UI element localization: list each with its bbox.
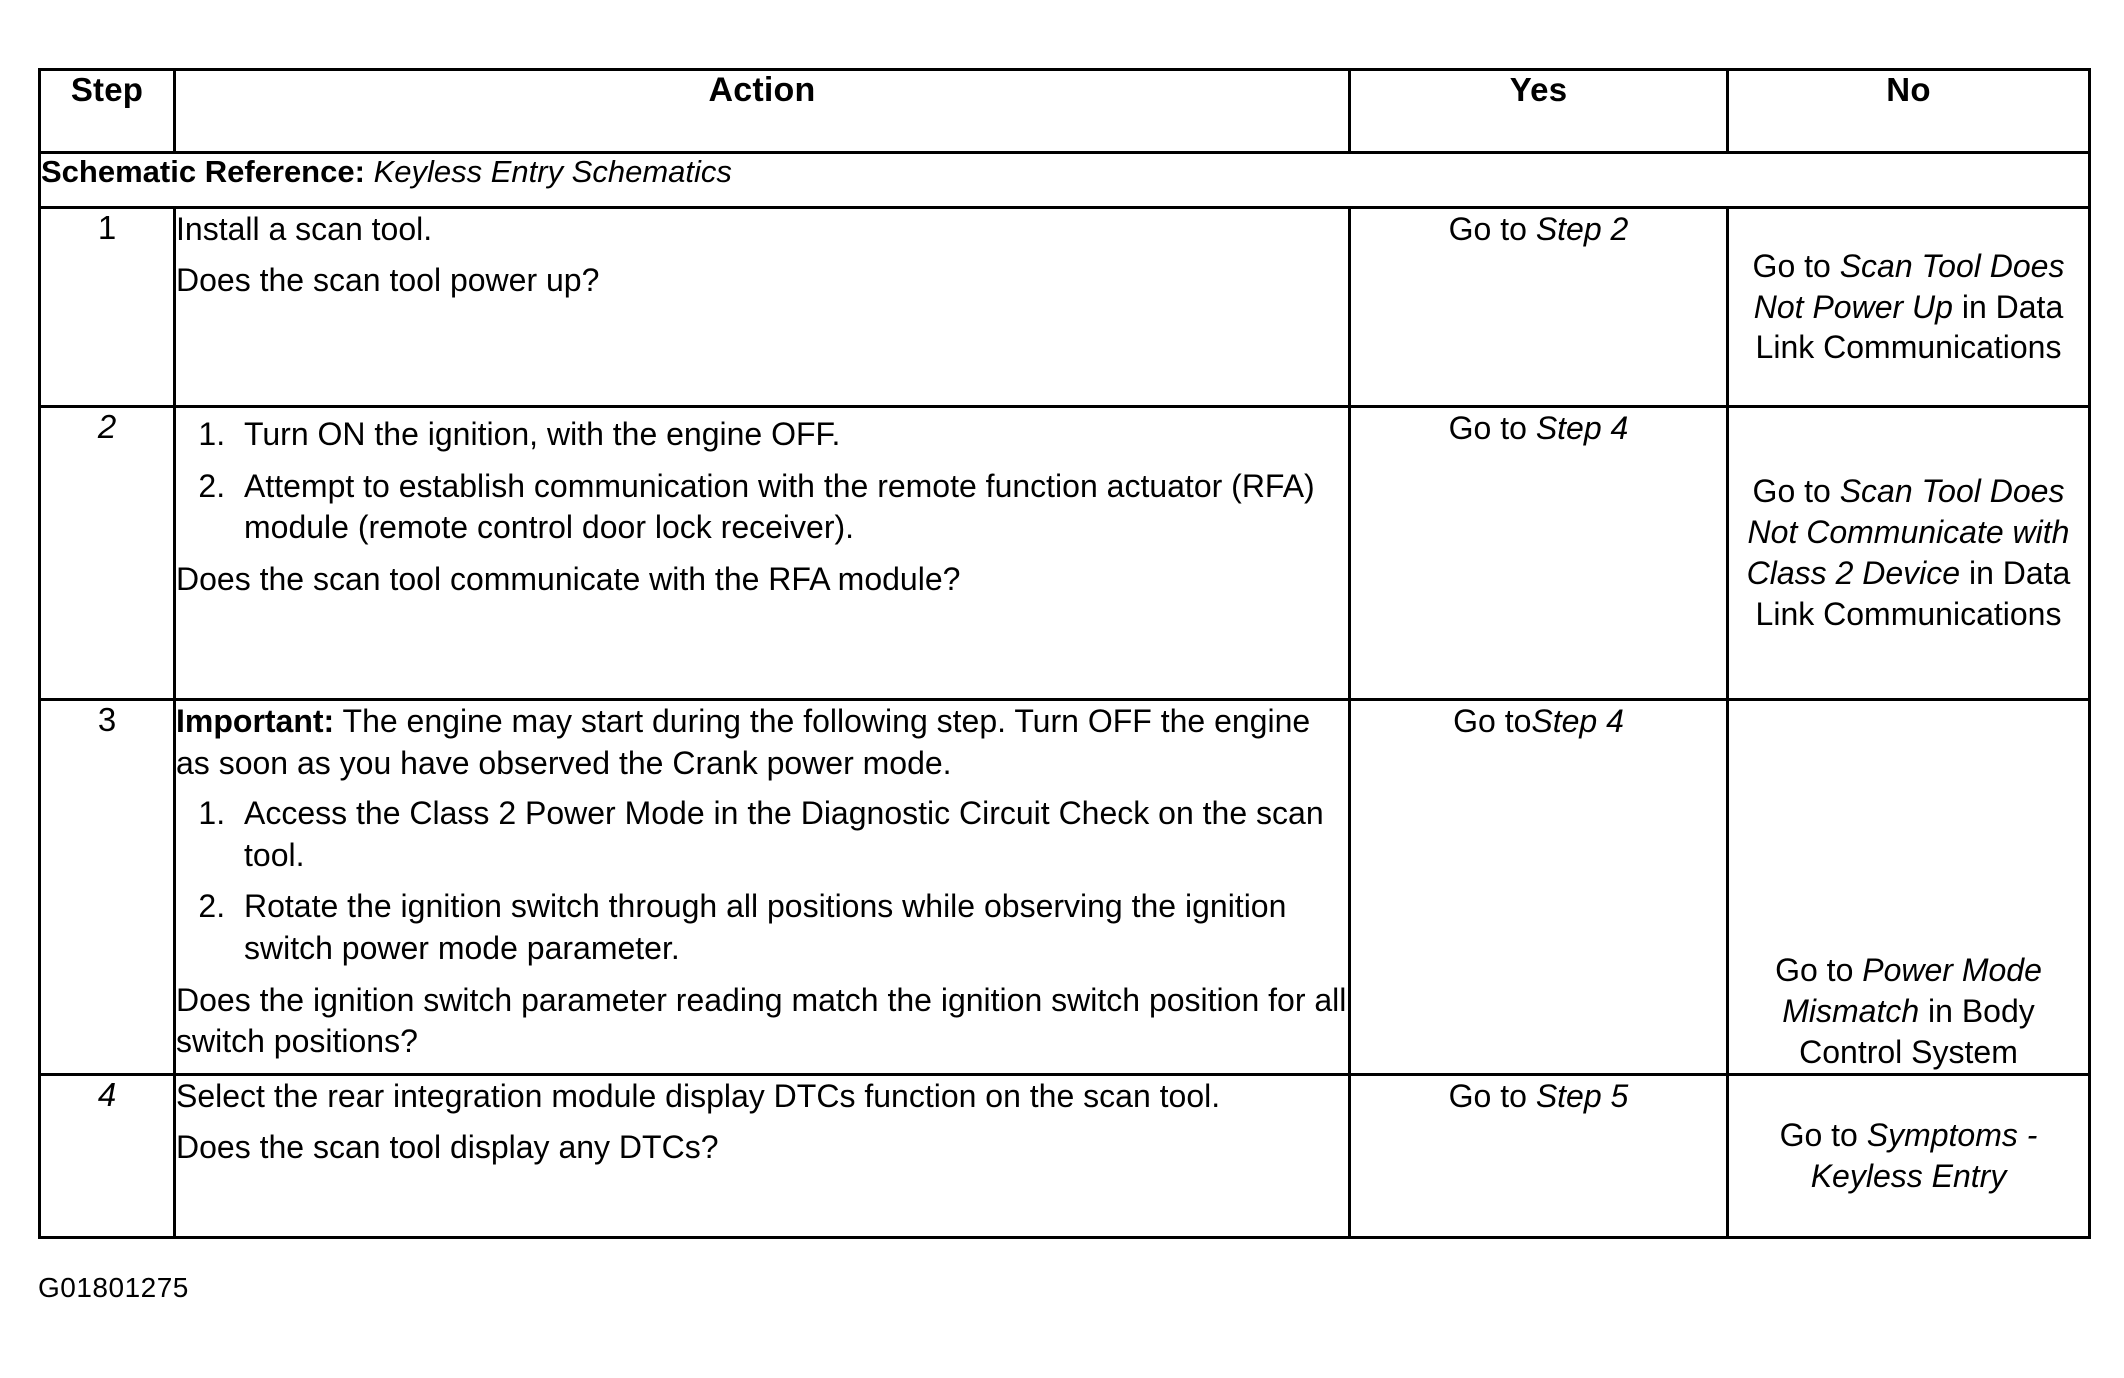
column-header-step: Step: [38, 68, 176, 154]
yes-prefix: Go to: [1448, 410, 1536, 446]
action-question: Does the scan tool display any DTCs?: [176, 1128, 719, 1165]
schematic-reference-row: Schematic Reference: Keyless Entry Schem…: [38, 151, 2091, 209]
no-reference: Power Mode Mismatch: [1782, 952, 2042, 1030]
step-number: 4: [38, 1073, 176, 1239]
table-header: Step Action Yes No: [38, 68, 2091, 154]
no-prefix: Go to: [1779, 1117, 1867, 1154]
no-result: Go to Scan Tool Does Not Communicate wit…: [1726, 405, 2091, 701]
column-header-action: Action: [173, 68, 1351, 154]
schematic-reference-label: Schematic Reference:: [41, 154, 365, 189]
no-prefix: Go to: [1775, 952, 1863, 989]
schematic-reference-cell: Schematic Reference: Keyless Entry Schem…: [38, 151, 2091, 209]
no-suffix: in Data Link Communications: [1755, 288, 2064, 366]
action-question: Does the scan tool communicate with the …: [176, 560, 961, 597]
action-substep: Turn ON the ignition, with the engine OF…: [234, 414, 1348, 456]
step-action: Important: The engine may start during t…: [173, 698, 1351, 1076]
action-substep-list: Access the Class 2 Power Mode in the Dia…: [176, 793, 1348, 969]
yes-prefix: Go to: [1453, 703, 1532, 739]
action-substep: Rotate the ignition switch through all p…: [234, 886, 1348, 969]
important-label: Important:: [176, 703, 335, 739]
yes-result: Go to Step 5: [1348, 1073, 1729, 1239]
action-substep: Access the Class 2 Power Mode in the Dia…: [234, 793, 1348, 876]
column-header-no: No: [1726, 68, 2091, 154]
step-action: Install a scan tool. Does the scan tool …: [173, 206, 1351, 408]
action-substep-list: Turn ON the ignition, with the engine OF…: [176, 414, 1348, 549]
yes-result: Go to Step 4: [1348, 405, 1729, 701]
table-body: Schematic Reference: Keyless Entry Schem…: [38, 151, 2091, 1239]
table-row: 4 Select the rear integration module dis…: [38, 1073, 2091, 1239]
action-important-note: Important: The engine may start during t…: [176, 701, 1348, 784]
no-reference: Scan Tool Does Not Power Up: [1753, 247, 2065, 325]
step-number: 2: [38, 405, 176, 701]
yes-prefix: Go to: [1448, 1078, 1536, 1114]
no-result: Go to Power Mode Mismatch in Body Contro…: [1726, 698, 2091, 1076]
action-question: Does the scan tool power up?: [176, 261, 600, 298]
action-question: Does the ignition switch parameter readi…: [176, 981, 1347, 1060]
table-row: 1 Install a scan tool. Does the scan too…: [38, 206, 2091, 408]
no-suffix: in Data Link Communications: [1755, 555, 2071, 632]
no-result: Go to Symptoms - Keyless Entry: [1726, 1073, 2091, 1239]
important-text: The engine may start during the followin…: [176, 703, 1311, 781]
yes-reference: Step 4: [1531, 703, 1624, 739]
yes-reference: Step 4: [1535, 410, 1629, 446]
no-result: Go to Scan Tool Does Not Power Up in Dat…: [1726, 206, 2091, 408]
action-line: Select the rear integration module displ…: [176, 1078, 1221, 1114]
figure-code: G01801275: [38, 1272, 189, 1303]
yes-reference: Step 5: [1535, 1078, 1629, 1114]
yes-reference: Step 2: [1535, 211, 1629, 247]
yes-result: Go to Step 2: [1348, 206, 1729, 408]
step-number: 3: [38, 698, 176, 1076]
table-row: 2 Turn ON the ignition, with the engine …: [38, 405, 2091, 701]
no-reference: Scan Tool Does Not Communicate with Clas…: [1746, 473, 2070, 591]
action-line: Install a scan tool.: [176, 211, 433, 247]
action-substep: Attempt to establish communication with …: [234, 466, 1348, 549]
header-row: Step Action Yes No: [38, 68, 2091, 154]
column-header-yes: Yes: [1348, 68, 1729, 154]
no-suffix: in Body Control System: [1799, 993, 2035, 1071]
schematic-reference-value: Keyless Entry Schematics: [373, 154, 732, 189]
diagnostic-procedure-table: Step Action Yes No Schematic Reference: …: [38, 68, 2091, 1239]
yes-result: Go toStep 4: [1348, 698, 1729, 1076]
no-prefix: Go to: [1752, 247, 1840, 284]
no-prefix: Go to: [1752, 473, 1840, 510]
step-number: 1: [38, 206, 176, 408]
step-action: Select the rear integration module displ…: [173, 1073, 1351, 1239]
table-row: 3 Important: The engine may start during…: [38, 698, 2091, 1076]
step-action: Turn ON the ignition, with the engine OF…: [173, 405, 1351, 701]
yes-prefix: Go to: [1448, 211, 1536, 247]
no-reference: Symptoms - Keyless Entry: [1810, 1117, 2038, 1194]
